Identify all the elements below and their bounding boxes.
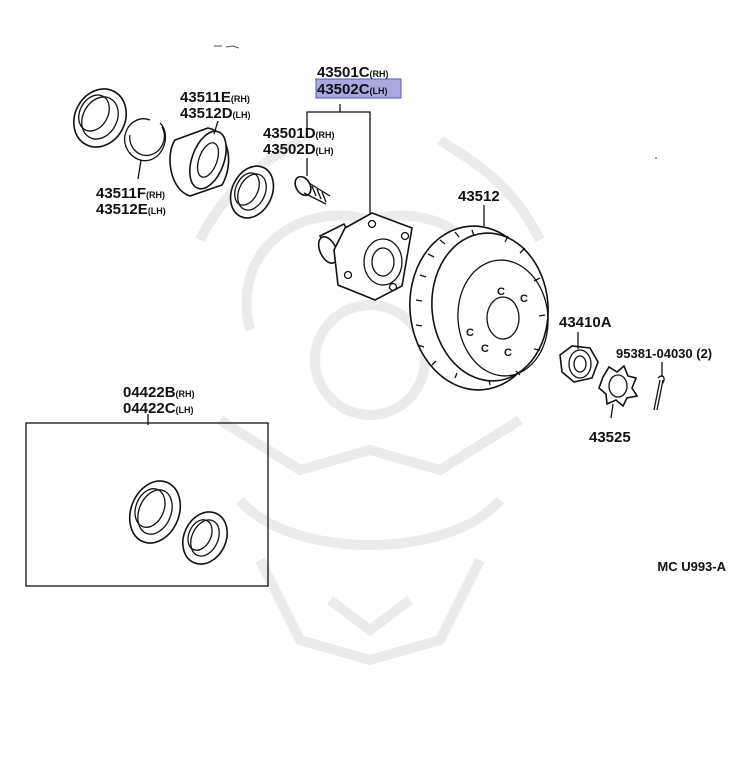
svg-text:C: C bbox=[504, 347, 512, 359]
label-bolt-lh[interactable]: 43502D(LH) bbox=[263, 141, 334, 158]
svg-text:C: C bbox=[497, 286, 505, 298]
nut-lock-cap-part bbox=[598, 364, 639, 408]
snap-ring-part bbox=[123, 118, 167, 162]
svg-text:C: C bbox=[466, 327, 474, 339]
stray-dot bbox=[655, 157, 657, 159]
inner-race-part bbox=[229, 165, 275, 219]
leader-lines bbox=[137, 104, 663, 425]
label-bearing-lh[interactable]: 43512D(LH) bbox=[180, 105, 251, 122]
label-rotor[interactable]: 43512 bbox=[458, 188, 500, 205]
label-kit-lh[interactable]: 04422C(LH) bbox=[123, 400, 194, 417]
label-bearing-rh[interactable]: 43511E(RH) bbox=[180, 89, 250, 106]
oil-seal-part bbox=[73, 88, 127, 148]
svg-text:C: C bbox=[520, 293, 528, 305]
label-hub-rh[interactable]: 43501C(RH) bbox=[317, 64, 389, 81]
lock-nut-part bbox=[559, 345, 599, 383]
label-cotter-pin[interactable]: 95381-04030 (2) bbox=[616, 346, 712, 361]
hub-bolt-part bbox=[294, 175, 331, 205]
hub-knuckle-part bbox=[317, 212, 413, 301]
label-bolt-rh[interactable]: 43501D(RH) bbox=[263, 125, 335, 142]
label-nut-lock-cap[interactable]: 43525 bbox=[589, 429, 631, 446]
disc-rotor-part: C C C C C bbox=[409, 225, 549, 391]
svg-text:C: C bbox=[481, 343, 489, 355]
bearing-part bbox=[169, 127, 230, 197]
label-hub-lh[interactable]: 43502C(LH) bbox=[317, 81, 388, 98]
label-kit-rh[interactable]: 04422B(RH) bbox=[123, 384, 195, 401]
selected-part-highlight bbox=[315, 78, 402, 99]
label-nut[interactable]: 43410A bbox=[559, 314, 612, 331]
label-seal-lh[interactable]: 43512E(LH) bbox=[96, 201, 166, 218]
stray-mark bbox=[214, 45, 240, 49]
diagram-code: MC U993-A bbox=[657, 559, 726, 574]
cotter-pin-part bbox=[653, 375, 665, 411]
repair-kit-box bbox=[25, 422, 269, 587]
label-seal-rh[interactable]: 43511F(RH) bbox=[96, 185, 165, 202]
